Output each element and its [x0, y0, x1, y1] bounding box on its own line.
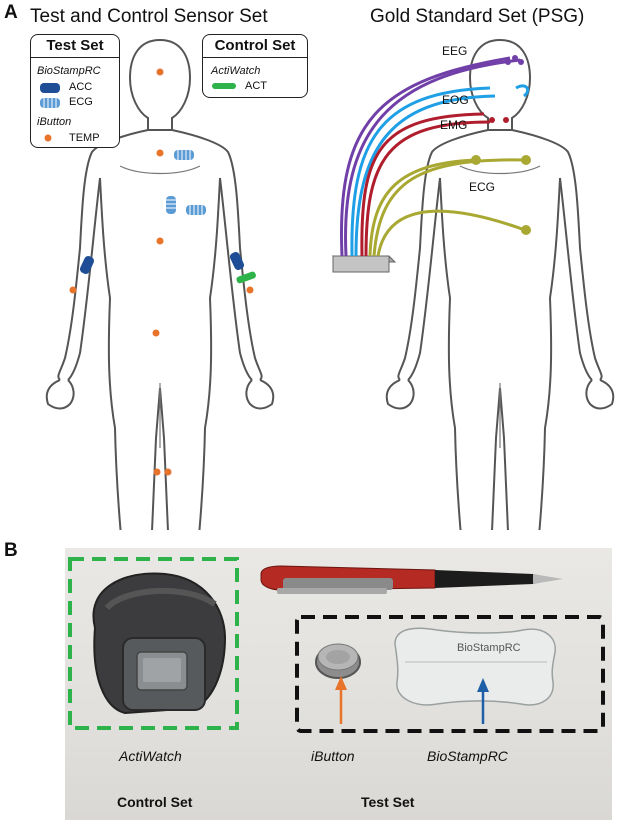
body-diagrams — [45, 39, 615, 530]
ibutton-arrow — [335, 676, 347, 724]
test-set-legend-title: Test Set — [46, 37, 104, 54]
emg-wire-2 — [364, 120, 491, 257]
temp-dot-abdomen — [156, 237, 164, 245]
device-photo: BioStampRC ActiWatch iButton BioStampRC … — [65, 548, 612, 820]
ecg-wire-2 — [372, 158, 527, 257]
act-legend-icon — [212, 83, 236, 89]
ecg-sensor-lower-right — [186, 205, 206, 215]
pen — [260, 565, 563, 594]
emg-electrode-1 — [489, 117, 495, 123]
temp-dot-chest — [156, 149, 164, 157]
ibutton-device — [315, 643, 361, 679]
control-set-legend-divider — [203, 57, 307, 58]
eog-wire-1 — [350, 86, 491, 257]
psg-label-emg: EMG — [440, 118, 468, 132]
device-photo-scene — [68, 557, 605, 733]
panel-a-letter: A — [4, 2, 18, 23]
control-set-dashed-box — [68, 557, 239, 730]
control-set-legend: Control Set ActiWatch ACT — [202, 34, 308, 98]
temp-dot-left-hand — [69, 286, 77, 294]
label-actiwatch: ActiWatch — [119, 748, 182, 764]
psg-amplifier-box — [331, 255, 397, 273]
eeg-electrode-3 — [518, 59, 524, 65]
test-set-dashed-box — [295, 615, 605, 733]
legend-device-actiwatch: ActiWatch — [211, 65, 261, 77]
label-test-set: Test Set — [361, 794, 415, 810]
eeg-wire-2 — [344, 58, 521, 257]
legend-label-ecg: ECG — [69, 96, 93, 108]
test-set-legend: Test Set BioStampRC ACC ECG iButton TEMP — [30, 34, 120, 148]
legend-device-ibutton: iButton — [37, 116, 72, 128]
left-heading: Test and Control Sensor Set — [30, 6, 268, 27]
legend-device-biostamprc: BioStampRC — [37, 65, 101, 77]
temp-dot-ankle-right — [164, 468, 172, 476]
label-control-set: Control Set — [117, 794, 193, 810]
eog-wire-2 — [354, 94, 496, 257]
label-biostamprc: BioStampRC — [427, 748, 508, 764]
eeg-electrode-1 — [505, 59, 511, 65]
psg-label-eeg: EEG — [442, 44, 468, 58]
psg-label-ecg: ECG — [469, 180, 496, 194]
control-set-legend-title: Control Set — [214, 37, 296, 54]
biostamprc-printed-label: BioStampRC — [457, 642, 521, 654]
actiwatch-band — [236, 271, 256, 284]
actiwatch-device — [92, 572, 227, 715]
emg-wire-1 — [360, 112, 485, 257]
biostamprc-device — [394, 627, 556, 706]
biostamprc-arrow — [477, 678, 489, 724]
ecg-wire-1 — [368, 158, 475, 257]
psg-label-eog: EOG — [442, 93, 469, 107]
temp-legend-icon — [44, 134, 52, 142]
acc-legend-icon — [40, 83, 60, 93]
eeg-electrode-2 — [512, 55, 518, 61]
eeg-wire-1 — [339, 56, 511, 257]
legend-label-temp: TEMP — [69, 132, 100, 144]
ecg-legend-icon — [40, 98, 60, 108]
acc-sensor-left-wrist — [79, 256, 95, 274]
ecg-sensor-lower-left — [166, 196, 176, 214]
label-ibutton: iButton — [311, 748, 355, 764]
emg-electrode-2 — [503, 117, 509, 123]
legend-label-acc: ACC — [69, 81, 93, 93]
temp-dot-ankle-left — [153, 468, 161, 476]
ecg-electrode-2 — [521, 155, 531, 165]
acc-sensor-right-wrist — [229, 252, 245, 270]
ecg-electrode-1 — [471, 155, 481, 165]
eog-electrode-right — [515, 84, 530, 98]
ecg-electrode-3 — [521, 225, 531, 235]
legend-label-act: ACT — [245, 80, 267, 92]
temp-dot-thigh — [152, 329, 160, 337]
ecg-wire-3 — [376, 209, 526, 257]
right-heading: Gold Standard Set (PSG) — [370, 6, 585, 27]
temp-dot-right-hand — [246, 286, 254, 294]
temp-dot-forehead — [156, 68, 164, 76]
panel-b-letter: B — [4, 540, 18, 561]
test-set-legend-divider — [31, 57, 119, 58]
right-body-outline — [385, 39, 615, 530]
ecg-sensor-chest — [174, 150, 194, 160]
